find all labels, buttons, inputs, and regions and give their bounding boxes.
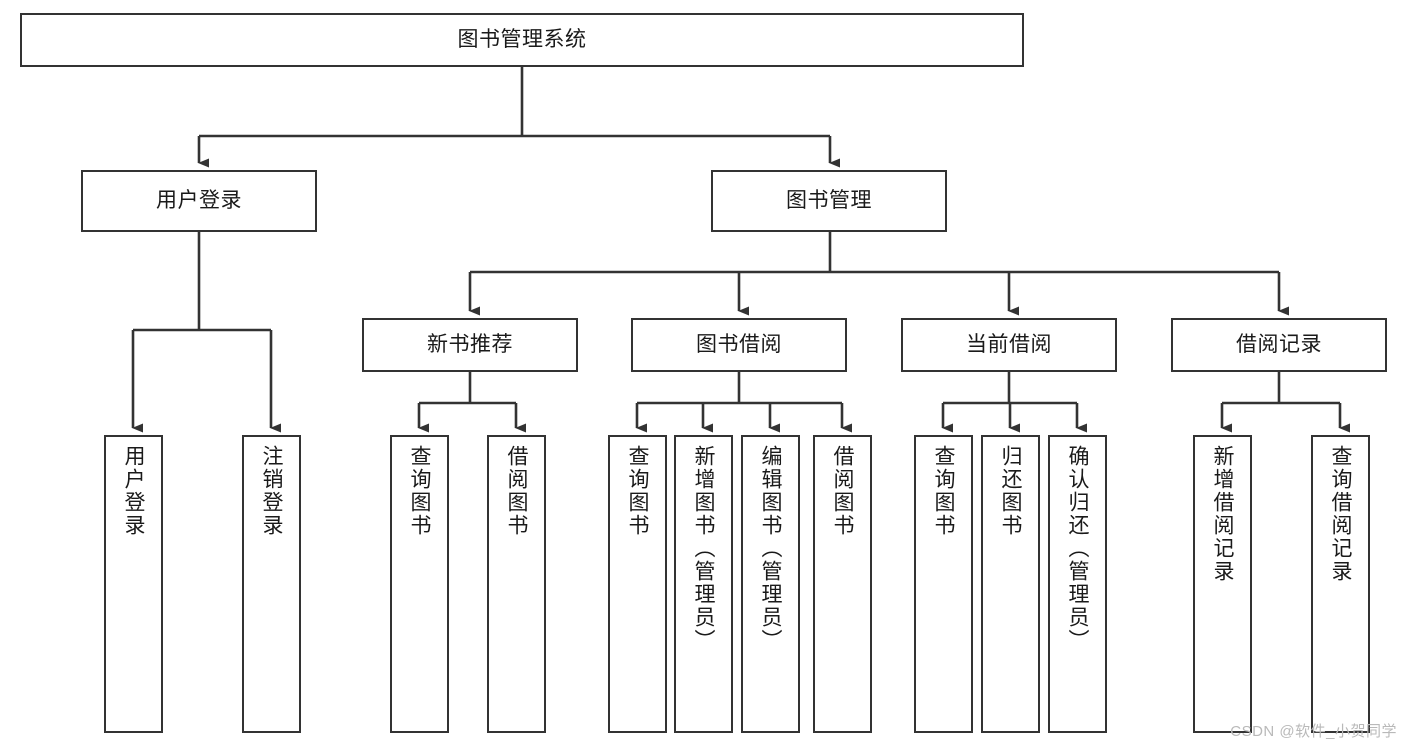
node-book-borrow-label: 图书借阅 (696, 333, 782, 357)
leaf-current-return-book[interactable]: 归还图书 (981, 435, 1040, 733)
node-book-management[interactable]: 图书管理 (711, 170, 947, 232)
node-user-login-label: 用户登录 (156, 189, 242, 213)
leaf-borrow-add-book-label: 新增图书（管理员） (692, 445, 716, 652)
leaf-current-confirm-return-label: 确认归还（管理员） (1066, 445, 1090, 652)
leaf-record-add-record-label: 新增借阅记录 (1211, 445, 1235, 583)
leaf-current-confirm-return[interactable]: 确认归还（管理员） (1048, 435, 1107, 733)
leaf-borrow-add-book[interactable]: 新增图书（管理员） (674, 435, 733, 733)
leaf-borrow-borrow-book-label: 借阅图书 (831, 445, 855, 537)
leaf-borrow-query-book-label: 查询图书 (626, 445, 650, 537)
leaf-newbook-query-book[interactable]: 查询图书 (390, 435, 449, 733)
leaf-borrow-borrow-book[interactable]: 借阅图书 (813, 435, 872, 733)
node-root-system[interactable]: 图书管理系统 (20, 13, 1024, 67)
node-new-book-recommend[interactable]: 新书推荐 (362, 318, 578, 372)
leaf-logout-label: 注销登录 (260, 445, 284, 537)
leaf-newbook-borrow-book-label: 借阅图书 (505, 445, 529, 537)
leaf-record-query-record-label: 查询借阅记录 (1329, 445, 1353, 583)
node-new-book-recommend-label: 新书推荐 (427, 333, 513, 357)
node-borrow-record[interactable]: 借阅记录 (1171, 318, 1387, 372)
node-root-system-label: 图书管理系统 (457, 28, 587, 52)
node-book-management-label: 图书管理 (786, 189, 872, 213)
leaf-borrow-query-book[interactable]: 查询图书 (608, 435, 667, 733)
leaf-newbook-query-book-label: 查询图书 (408, 445, 432, 537)
leaf-current-return-book-label: 归还图书 (999, 445, 1023, 537)
leaf-current-query-book[interactable]: 查询图书 (914, 435, 973, 733)
leaf-user-login[interactable]: 用户登录 (104, 435, 163, 733)
node-borrow-record-label: 借阅记录 (1236, 333, 1322, 357)
node-user-login[interactable]: 用户登录 (81, 170, 317, 232)
leaf-borrow-edit-book-label: 编辑图书（管理员） (759, 445, 783, 652)
node-current-borrow-label: 当前借阅 (966, 333, 1052, 357)
node-book-borrow[interactable]: 图书借阅 (631, 318, 847, 372)
leaf-record-query-record[interactable]: 查询借阅记录 (1311, 435, 1370, 733)
leaf-record-add-record[interactable]: 新增借阅记录 (1193, 435, 1252, 733)
leaf-newbook-borrow-book[interactable]: 借阅图书 (487, 435, 546, 733)
leaf-current-query-book-label: 查询图书 (932, 445, 956, 537)
leaf-user-login-label: 用户登录 (122, 445, 146, 537)
node-current-borrow[interactable]: 当前借阅 (901, 318, 1117, 372)
leaf-logout[interactable]: 注销登录 (242, 435, 301, 733)
leaf-borrow-edit-book[interactable]: 编辑图书（管理员） (741, 435, 800, 733)
